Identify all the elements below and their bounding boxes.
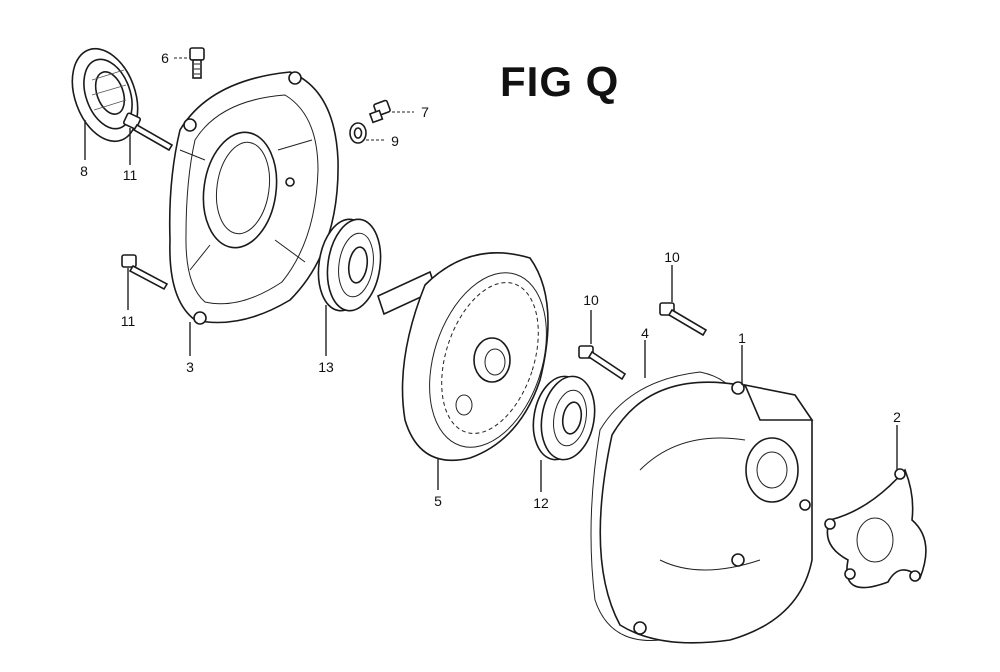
part-3-front-housing	[168, 71, 339, 325]
part-9-washer	[349, 122, 367, 144]
callout-12: 12	[533, 495, 549, 511]
callout-4: 4	[641, 325, 649, 341]
part-10-bolt-left	[578, 345, 627, 381]
figure-title: FIG Q	[500, 58, 620, 105]
part-10-bolt-right	[659, 302, 708, 337]
callout-labels: 1 2 3 4 5 6 7 8 9 10 10 11 11 12 13	[80, 50, 901, 511]
callout-3: 3	[186, 359, 194, 375]
callout-13: 13	[318, 359, 334, 375]
callout-11-upper: 11	[123, 167, 138, 183]
callout-5: 5	[434, 493, 442, 509]
part-8-oil-seal	[71, 47, 139, 143]
part-6-bolt	[189, 47, 205, 79]
part-1-rear-cover	[599, 381, 814, 644]
part-11-bolt-upper	[122, 112, 174, 152]
callout-10-left: 10	[583, 292, 599, 308]
callout-2: 2	[893, 409, 901, 425]
part-13-bearing	[317, 218, 382, 312]
callout-8: 8	[80, 163, 88, 179]
part-7-screw	[368, 99, 391, 124]
callout-1: 1	[738, 330, 746, 346]
part-12-bearing	[532, 375, 596, 461]
callout-9: 9	[391, 133, 399, 149]
callout-leaders	[84, 57, 898, 492]
part-2-gasket-plate	[824, 468, 927, 589]
callout-7: 7	[421, 104, 429, 120]
callout-6: 6	[161, 50, 169, 66]
callout-10-right: 10	[664, 249, 680, 265]
part-5-ring-gear	[377, 252, 549, 462]
part-11-bolt-lower	[121, 254, 169, 291]
callout-11-lower: 11	[121, 313, 136, 329]
